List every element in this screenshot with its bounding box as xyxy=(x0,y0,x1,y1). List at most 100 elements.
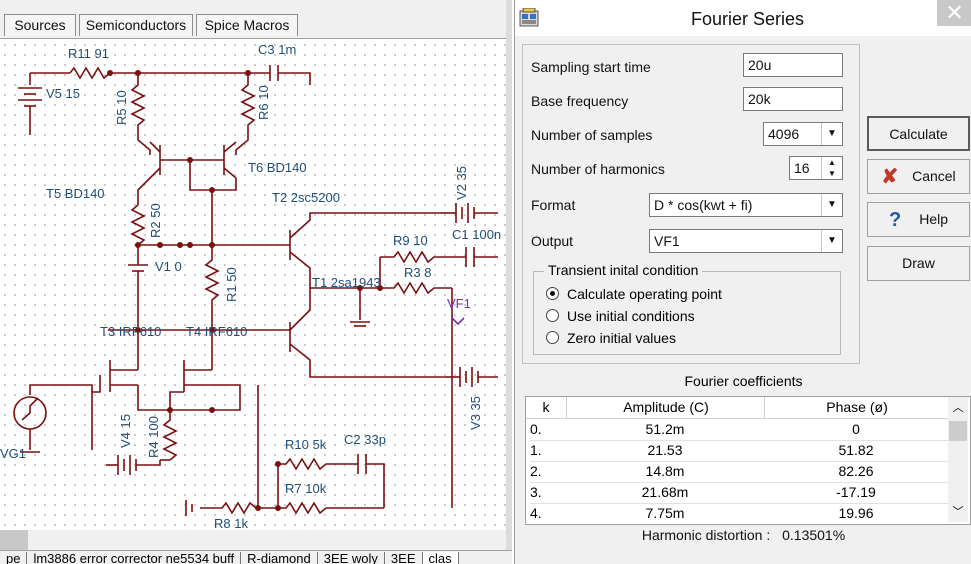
label-v2: V2 35 xyxy=(454,166,469,200)
cell-phase: -17.19 xyxy=(764,482,948,504)
cell-k: 0. xyxy=(530,419,566,441)
doc-tab[interactable]: 3EE xyxy=(385,552,423,564)
column-header-k[interactable]: k xyxy=(526,397,566,419)
label-v1: V1 0 xyxy=(155,259,182,274)
label-t3: T3 IRF610 xyxy=(100,324,162,339)
base-frequency-input[interactable]: 20k xyxy=(743,87,843,111)
component-tabbar: Sources Semiconductors Spice Macros xyxy=(0,10,506,39)
cell-k: 4. xyxy=(530,503,566,524)
transient-condition-group: Transient inital condition Calculate ope… xyxy=(533,262,841,355)
label-c2: C2 33p xyxy=(344,432,386,447)
format-value: D * cos(kwt + fi) xyxy=(654,197,753,213)
tab-semiconductors[interactable]: Semiconductors xyxy=(79,14,193,36)
tab-spice-macros[interactable]: Spice Macros xyxy=(196,14,298,36)
cell-amplitude: 21.53 xyxy=(566,440,764,462)
chevron-down-icon[interactable]: ﹀ xyxy=(952,506,964,518)
table-row[interactable]: 2. 14.8m 82.26 xyxy=(526,461,948,483)
chevron-up-icon[interactable]: ︿ xyxy=(952,402,964,414)
help-button[interactable]: ?Help xyxy=(867,202,970,237)
table-scrollbar[interactable]: ︿ ﹀ xyxy=(948,397,968,522)
distortion-value: 0.13501% xyxy=(782,527,846,543)
cancel-button[interactable]: ✘Cancel xyxy=(867,159,970,194)
horizontal-scrollbar[interactable] xyxy=(0,530,506,550)
label-r1: R1 50 xyxy=(224,267,239,302)
table-row[interactable]: 3. 21.68m -17.19 xyxy=(526,482,948,504)
label-r11: R11 91 xyxy=(68,46,109,61)
cell-k: 2. xyxy=(530,461,566,483)
label-t4: T4 IRF610 xyxy=(186,324,248,339)
doc-tab[interactable]: clas xyxy=(422,552,459,564)
label-t5: T5 BD140 xyxy=(46,186,105,201)
label-v3: V3 35 xyxy=(468,396,483,430)
cell-phase: 51.82 xyxy=(764,440,948,462)
scrollbar-thumb[interactable] xyxy=(0,530,28,550)
table-row[interactable]: 4. 7.75m 19.96 xyxy=(526,503,946,524)
app-icon xyxy=(519,8,539,27)
radio-calculate-operating-point[interactable]: Calculate operating point xyxy=(546,286,722,302)
format-select[interactable]: D * cos(kwt + fi) ▼ xyxy=(649,193,843,217)
radio-zero-initial-values[interactable]: Zero initial values xyxy=(546,330,676,346)
cell-phase: 19.96 xyxy=(764,503,948,524)
doc-tab[interactable]: lm3886 error corrector ne5534 buff xyxy=(27,552,242,564)
dialog-title: Fourier Series xyxy=(691,9,805,29)
vertical-scrollbar[interactable] xyxy=(506,0,512,564)
spin-arrows-icon[interactable]: ▲▼ xyxy=(821,157,842,179)
label-vf1[interactable]: VF1 xyxy=(447,296,471,311)
cell-phase: 82.26 xyxy=(764,461,948,483)
close-icon: ✘ xyxy=(881,166,899,188)
chevron-down-icon[interactable]: ▼ xyxy=(821,194,842,216)
scrollbar-thumb[interactable] xyxy=(949,421,967,441)
draw-button[interactable]: Draw xyxy=(867,246,970,281)
dialog-titlebar[interactable]: Fourier Series ✕ xyxy=(515,0,971,36)
schematic-editor[interactable]: Sources Semiconductors Spice Macros xyxy=(0,0,512,564)
question-mark-icon: ? xyxy=(888,209,902,231)
label-c1: C1 100n xyxy=(452,227,502,242)
radio-use-initial-conditions[interactable]: Use initial conditions xyxy=(546,308,695,324)
table-row[interactable]: 0. 51.2m 0 xyxy=(526,419,948,441)
label-r8: R8 1k xyxy=(214,516,248,531)
doc-tab[interactable]: R-diamond xyxy=(241,552,318,564)
close-button[interactable]: ✕ xyxy=(937,0,971,26)
tab-sources[interactable]: Sources xyxy=(4,14,76,36)
chevron-down-icon[interactable]: ▼ xyxy=(821,230,842,252)
chevron-down-icon[interactable]: ▼ xyxy=(821,123,842,145)
start-time-input[interactable]: 20u xyxy=(743,53,843,77)
label-c3: C3 1m xyxy=(258,42,297,57)
label-r3: R3 8 xyxy=(404,265,432,280)
samples-value: 4096 xyxy=(768,126,800,142)
harmonics-value: 16 xyxy=(794,160,810,176)
transient-legend: Transient inital condition xyxy=(544,262,703,278)
calculate-button[interactable]: Calculate xyxy=(867,116,970,151)
coefficients-table[interactable]: k Amplitude (C) Phase (ø) 0. 51.2m 0 1. … xyxy=(525,396,971,525)
label-t2: T2 2sc5200 xyxy=(272,190,340,205)
cell-k: 1. xyxy=(530,440,566,462)
format-label: Format xyxy=(531,197,576,213)
output-label: Output xyxy=(531,233,574,249)
label-r5: R5 10 xyxy=(114,90,129,125)
radio-icon xyxy=(546,331,559,344)
label-r9: R9 10 xyxy=(393,233,428,248)
output-select[interactable]: VF1 ▼ xyxy=(649,229,843,253)
label-r4: R4 100 xyxy=(146,416,161,458)
harmonics-label: Number of harmonics xyxy=(531,161,665,177)
distortion-label: Harmonic distortion : xyxy=(641,527,771,543)
label-r6: R6 10 xyxy=(256,85,271,120)
cell-amplitude: 14.8m xyxy=(566,461,764,483)
circuit-diagram[interactable] xyxy=(0,40,506,530)
doc-tab[interactable]: pe xyxy=(0,552,28,564)
table-row[interactable]: 1. 21.53 51.82 xyxy=(526,440,948,462)
radio-selected-icon xyxy=(546,287,559,300)
column-header-amplitude[interactable]: Amplitude (C) xyxy=(566,397,765,419)
label-r10: R10 5k xyxy=(285,437,327,452)
samples-select[interactable]: 4096 ▼ xyxy=(763,122,843,146)
harmonics-spinner[interactable]: 16 ▲▼ xyxy=(789,156,843,180)
doc-tab[interactable]: 3EE woly xyxy=(318,552,385,564)
samples-label: Number of samples xyxy=(531,127,653,143)
settings-group: Sampling start time 20u Base frequency 2… xyxy=(522,44,860,364)
radio-icon xyxy=(546,309,559,322)
harmonic-distortion-readout: Harmonic distortion : 0.13501% xyxy=(515,527,971,543)
column-header-phase[interactable]: Phase (ø) xyxy=(764,397,949,419)
cell-amplitude: 51.2m xyxy=(566,419,764,441)
label-t6: T6 BD140 xyxy=(248,160,307,175)
